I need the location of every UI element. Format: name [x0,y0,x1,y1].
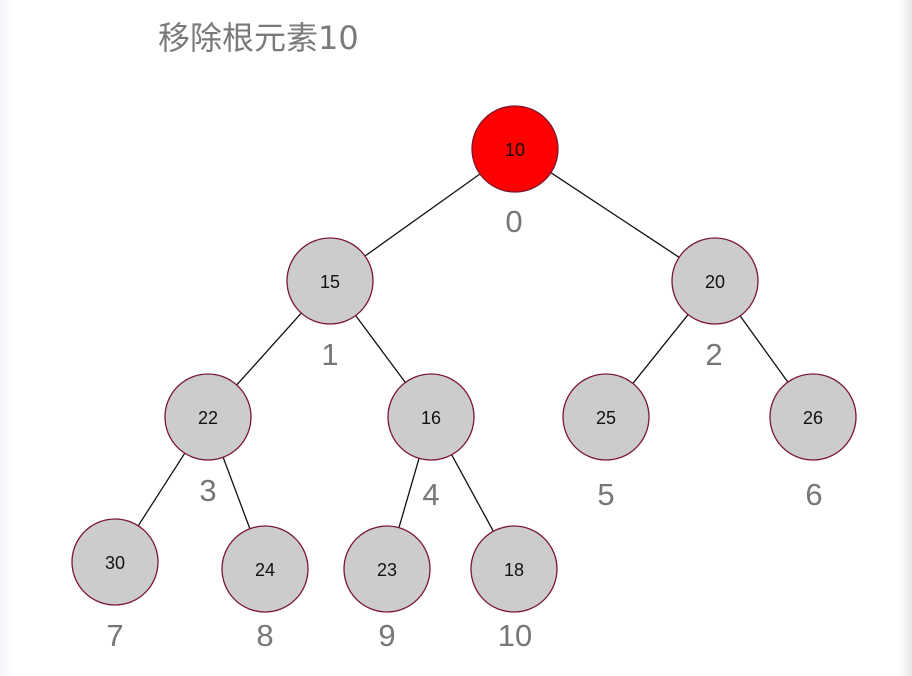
tree-edge-20-25 [632,314,689,384]
tree-node-circle [470,525,558,613]
tree-edge-22-30 [137,452,186,527]
node-value-label: 18 [504,560,524,580]
node-value-label: 30 [105,553,125,573]
tree-edge-10-15 [364,173,481,257]
tree-edge-16-23 [398,458,420,528]
node-index-label: 4 [422,477,439,512]
node-value-label: 16 [421,408,441,428]
tree-node-circle [286,237,374,325]
node-index-label: 10 [498,618,532,653]
node-index-label: 6 [805,477,822,512]
node-index-label: 3 [199,473,216,508]
node-index-label: 7 [106,618,123,653]
node-value-label: 26 [803,408,823,428]
node-index-label: 1 [321,337,338,372]
tree-edge-15-22 [236,312,302,386]
node-index-label: 5 [597,477,614,512]
tree-node-circle [164,373,252,461]
tree-edge-20-26 [739,315,789,383]
node-index-label: 9 [378,618,395,653]
tree-edge-10-20 [550,172,680,258]
node-value-label: 24 [255,560,275,580]
tree-node-circle [387,373,475,461]
tree-node-circle [71,518,159,606]
tree-edge-22-24 [222,457,251,529]
node-value-label: 22 [198,408,218,428]
node-value-label: 15 [320,272,340,292]
node-index-label: 0 [505,204,522,239]
node-index-label: 2 [705,337,722,372]
node-value-label: 10 [505,140,525,160]
tree-edge-15-16 [355,315,406,383]
node-value-label: 23 [377,560,397,580]
tree-node-circle [562,373,650,461]
node-index-label: 8 [256,618,273,653]
node-value-label: 25 [596,408,616,428]
tree-node-circle [769,373,857,461]
diagram-title: 移除根元素10 [158,19,359,57]
tree-node-circle [221,525,309,613]
right-edge-shade [898,0,912,676]
tree-node-circle [671,237,759,325]
root-node-circle [471,105,559,193]
tree-node-circle [343,525,431,613]
tree-edge-16-18 [451,454,494,532]
node-value-label: 20 [705,272,725,292]
left-edge-shade [0,0,12,676]
